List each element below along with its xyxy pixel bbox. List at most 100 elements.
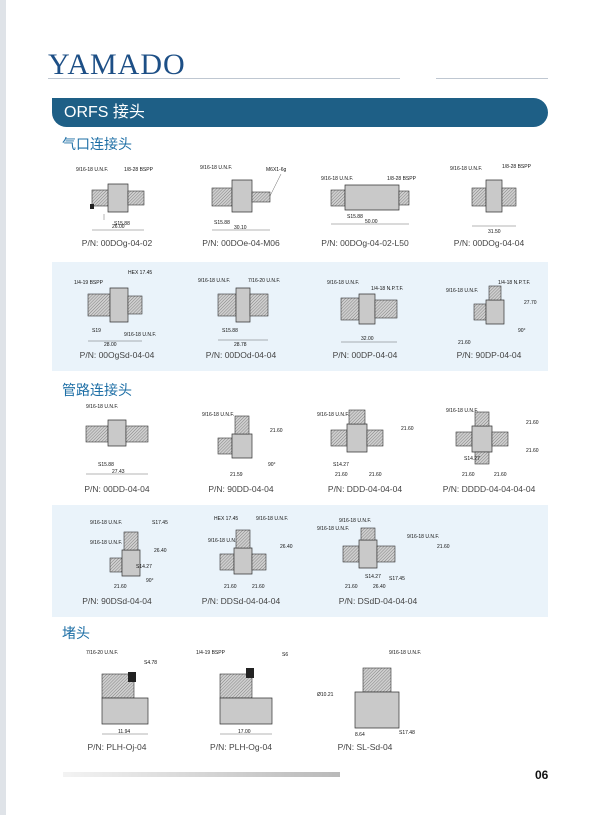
part-number: P/N: PLH-Og-04	[210, 742, 272, 752]
part-00OgSd-04-04: HEX 17.45 1/4-19 BSPP S19 9/16-18 U.N.F.…	[55, 266, 179, 360]
svg-text:9/16-18 U.N.F.: 9/16-18 U.N.F.	[198, 278, 230, 284]
svg-text:9/16-18 U.N.F.: 9/16-18 U.N.F.	[256, 516, 288, 522]
part-DDD-04-04-04: 9/16-18 U.N.F. 21.60 S14.27 21.60 21.60 …	[303, 400, 427, 494]
svg-text:S17.45: S17.45	[152, 520, 168, 526]
svg-text:90°: 90°	[518, 328, 526, 334]
part-number: P/N: 00DOe-04-M06	[202, 238, 280, 248]
part-drawing: 9/16-18 U.N.F. 1/4-18 N.P.T.F. 27.70 21.…	[446, 280, 537, 346]
svg-text:21.60: 21.60	[462, 472, 475, 478]
section-title-tube: 管路连接头	[62, 382, 132, 398]
svg-text:9/16-18 U.N.F.: 9/16-18 U.N.F.	[339, 518, 371, 524]
svg-text:21.60: 21.60	[270, 428, 283, 434]
svg-text:9/16-18 U.N.F.: 9/16-18 U.N.F.	[124, 332, 156, 338]
svg-text:9/16-18 U.N.F.: 9/16-18 U.N.F.	[327, 280, 359, 286]
svg-text:9/16-18 U.N.F.: 9/16-18 U.N.F.	[446, 408, 478, 414]
svg-text:21.60: 21.60	[345, 584, 358, 590]
part-PLH-Og-04: 1/4-19 BSPP S6 17.00 P/N: PLH-Og-04	[179, 644, 303, 752]
svg-text:32.00: 32.00	[361, 336, 374, 342]
part-PLH-Oj-04: 7/16-20 U.N.F. S4.78 11.94 P/N: PLH-Oj-0…	[55, 644, 179, 752]
svg-text:S15.88: S15.88	[214, 220, 230, 226]
part-90DD-04-04: 9/16-18 U.N.F. 21.60 21.59 90° P/N: 90DD…	[179, 400, 303, 494]
part-00DOg-04-02: 9/16-18 U.N.F. 1/8-28 BSPP S15.88 26.00 …	[55, 160, 179, 248]
svg-text:27.70: 27.70	[524, 300, 537, 306]
part-00DOg-04-02-L50: 9/16-18 U.N.F. 1/8-28 BSPP S15.88 50.00 …	[303, 160, 427, 248]
section-title-plug: 堵头	[62, 625, 90, 641]
svg-text:8.64: 8.64	[355, 732, 365, 738]
part-SL-Sd-04: 9/16-18 U.N.F. Ø10.21 S17.48 8.64 P/N: S…	[303, 644, 427, 752]
svg-text:9/16-18 U.N.F.: 9/16-18 U.N.F.	[389, 650, 421, 656]
svg-text:27.43: 27.43	[112, 469, 125, 475]
part-drawing: HEX 17.45 9/16-18 U.N.F. 9/16-18 U.N.F. …	[208, 516, 293, 590]
part-number: P/N: DDD-04-04-04	[327, 484, 403, 494]
svg-text:21.59: 21.59	[230, 472, 243, 478]
svg-text:21.60: 21.60	[224, 584, 237, 590]
svg-text:S19: S19	[92, 328, 101, 334]
svg-text:21.60: 21.60	[335, 472, 348, 478]
svg-text:S17.45: S17.45	[389, 576, 405, 582]
svg-text:90°: 90°	[268, 462, 276, 468]
part-number: P/N: SL-Sd-04	[337, 742, 393, 752]
part-number: P/N: 00DOg-04-02-L50	[321, 238, 409, 248]
part-00DD-04-04: 9/16-18 U.N.F. S15.88 27.43 P/N: 00DD-04…	[55, 400, 179, 494]
part-number: P/N: 00DP-04-04	[332, 350, 398, 360]
svg-text:26.40: 26.40	[154, 548, 167, 554]
brand-logo: YAMADO	[48, 48, 186, 81]
part-drawing: 9/16-18 U.N.F. M6X1-6g S15.88 30.10	[200, 165, 287, 231]
svg-text:9/16-18 U.N.F.: 9/16-18 U.N.F.	[407, 534, 439, 540]
svg-text:1/4-19 BSPP: 1/4-19 BSPP	[196, 650, 226, 656]
part-90DP-04-04: 9/16-18 U.N.F. 1/4-18 N.P.T.F. 27.70 21.…	[427, 266, 551, 360]
part-number: P/N: DDSd-04-04-04	[201, 596, 281, 606]
svg-text:17.00: 17.00	[238, 729, 251, 735]
part-drawing: 9/16-18 U.N.F. Ø10.21 S17.48 8.64	[317, 650, 421, 738]
svg-text:1/4-18 N.P.T.F.: 1/4-18 N.P.T.F.	[498, 280, 530, 286]
svg-text:HEX 17.45: HEX 17.45	[214, 516, 238, 522]
svg-text:21.60: 21.60	[401, 426, 414, 432]
svg-text:21.60: 21.60	[526, 420, 539, 426]
svg-text:S6: S6	[282, 652, 288, 658]
svg-text:28.00: 28.00	[104, 342, 117, 348]
svg-text:S14.27: S14.27	[333, 462, 349, 468]
svg-text:S14.27: S14.27	[136, 564, 152, 570]
svg-text:S14.27: S14.27	[464, 456, 480, 462]
svg-text:26.40: 26.40	[280, 544, 293, 550]
svg-text:S17.48: S17.48	[399, 730, 415, 736]
svg-text:Ø10.21: Ø10.21	[317, 692, 334, 698]
part-number: P/N: 90DP-04-04	[456, 350, 522, 360]
svg-text:21.60: 21.60	[494, 472, 507, 478]
part-number: P/N: 90DD-04-04	[208, 484, 274, 494]
part-00DOe-04-M06: 9/16-18 U.N.F. M6X1-6g S15.88 30.10 P/N:…	[179, 160, 303, 248]
part-drawing: 9/16-18 U.N.F. S15.88 27.43	[85, 404, 149, 475]
svg-text:9/16-18 U.N.F.: 9/16-18 U.N.F.	[208, 538, 240, 544]
svg-text:21.60: 21.60	[114, 584, 127, 590]
part-number: P/N: 00DD-04-04	[84, 484, 150, 494]
svg-text:21.60: 21.60	[437, 544, 450, 550]
part-DDSd-04-04-04: HEX 17.45 9/16-18 U.N.F. 9/16-18 U.N.F. …	[179, 512, 303, 606]
svg-text:90°: 90°	[146, 578, 154, 584]
part-drawing: 1/4-19 BSPP S6 17.00	[196, 650, 288, 735]
page-number: 06	[535, 768, 549, 782]
svg-text:50.00: 50.00	[365, 219, 378, 225]
part-drawing: 9/16-18 U.N.F. 7/16-20 U.N.F. S15.88 28.…	[198, 278, 280, 348]
part-00DOg-04-04: 9/16-18 U.N.F. 1/8-28 BSPP 31.50 P/N: 00…	[427, 160, 551, 248]
svg-text:21.60: 21.60	[369, 472, 382, 478]
svg-text:7/16-20 U.N.F.: 7/16-20 U.N.F.	[86, 650, 118, 656]
svg-text:9/16-18 U.N.F.: 9/16-18 U.N.F.	[317, 526, 349, 532]
svg-text:21.60: 21.60	[458, 340, 471, 346]
svg-text:S15.88: S15.88	[114, 221, 130, 227]
part-number: P/N: 90DSd-04-04	[82, 596, 152, 606]
svg-text:21.60: 21.60	[526, 448, 539, 454]
header-rule-right	[436, 78, 548, 79]
part-drawing: 9/16-18 U.N.F. 1/4-18 N.P.T.F. 32.00	[327, 280, 403, 343]
part-number: P/N: 00OgSd-04-04	[79, 350, 155, 360]
svg-text:9/16-18 U.N.F.: 9/16-18 U.N.F.	[86, 404, 118, 410]
svg-text:1/8-28 BSPP: 1/8-28 BSPP	[387, 176, 417, 182]
part-drawing: 9/16-18 U.N.F. S17.45 9/16-18 U.N.F. 26.…	[90, 520, 168, 590]
svg-text:9/16-18 U.N.F.: 9/16-18 U.N.F.	[446, 288, 478, 294]
part-number: P/N: 00DOd-04-04	[205, 350, 277, 360]
section-banner: ORFS 接头	[52, 98, 548, 127]
svg-text:9/16-18 U.N.F.: 9/16-18 U.N.F.	[450, 166, 482, 172]
part-drawing: 9/16-18 U.N.F. 21.60 21.59 90°	[202, 412, 283, 478]
svg-text:28.78: 28.78	[234, 342, 247, 348]
svg-text:S14.27: S14.27	[365, 574, 381, 580]
svg-text:M6X1-6g: M6X1-6g	[266, 167, 287, 173]
